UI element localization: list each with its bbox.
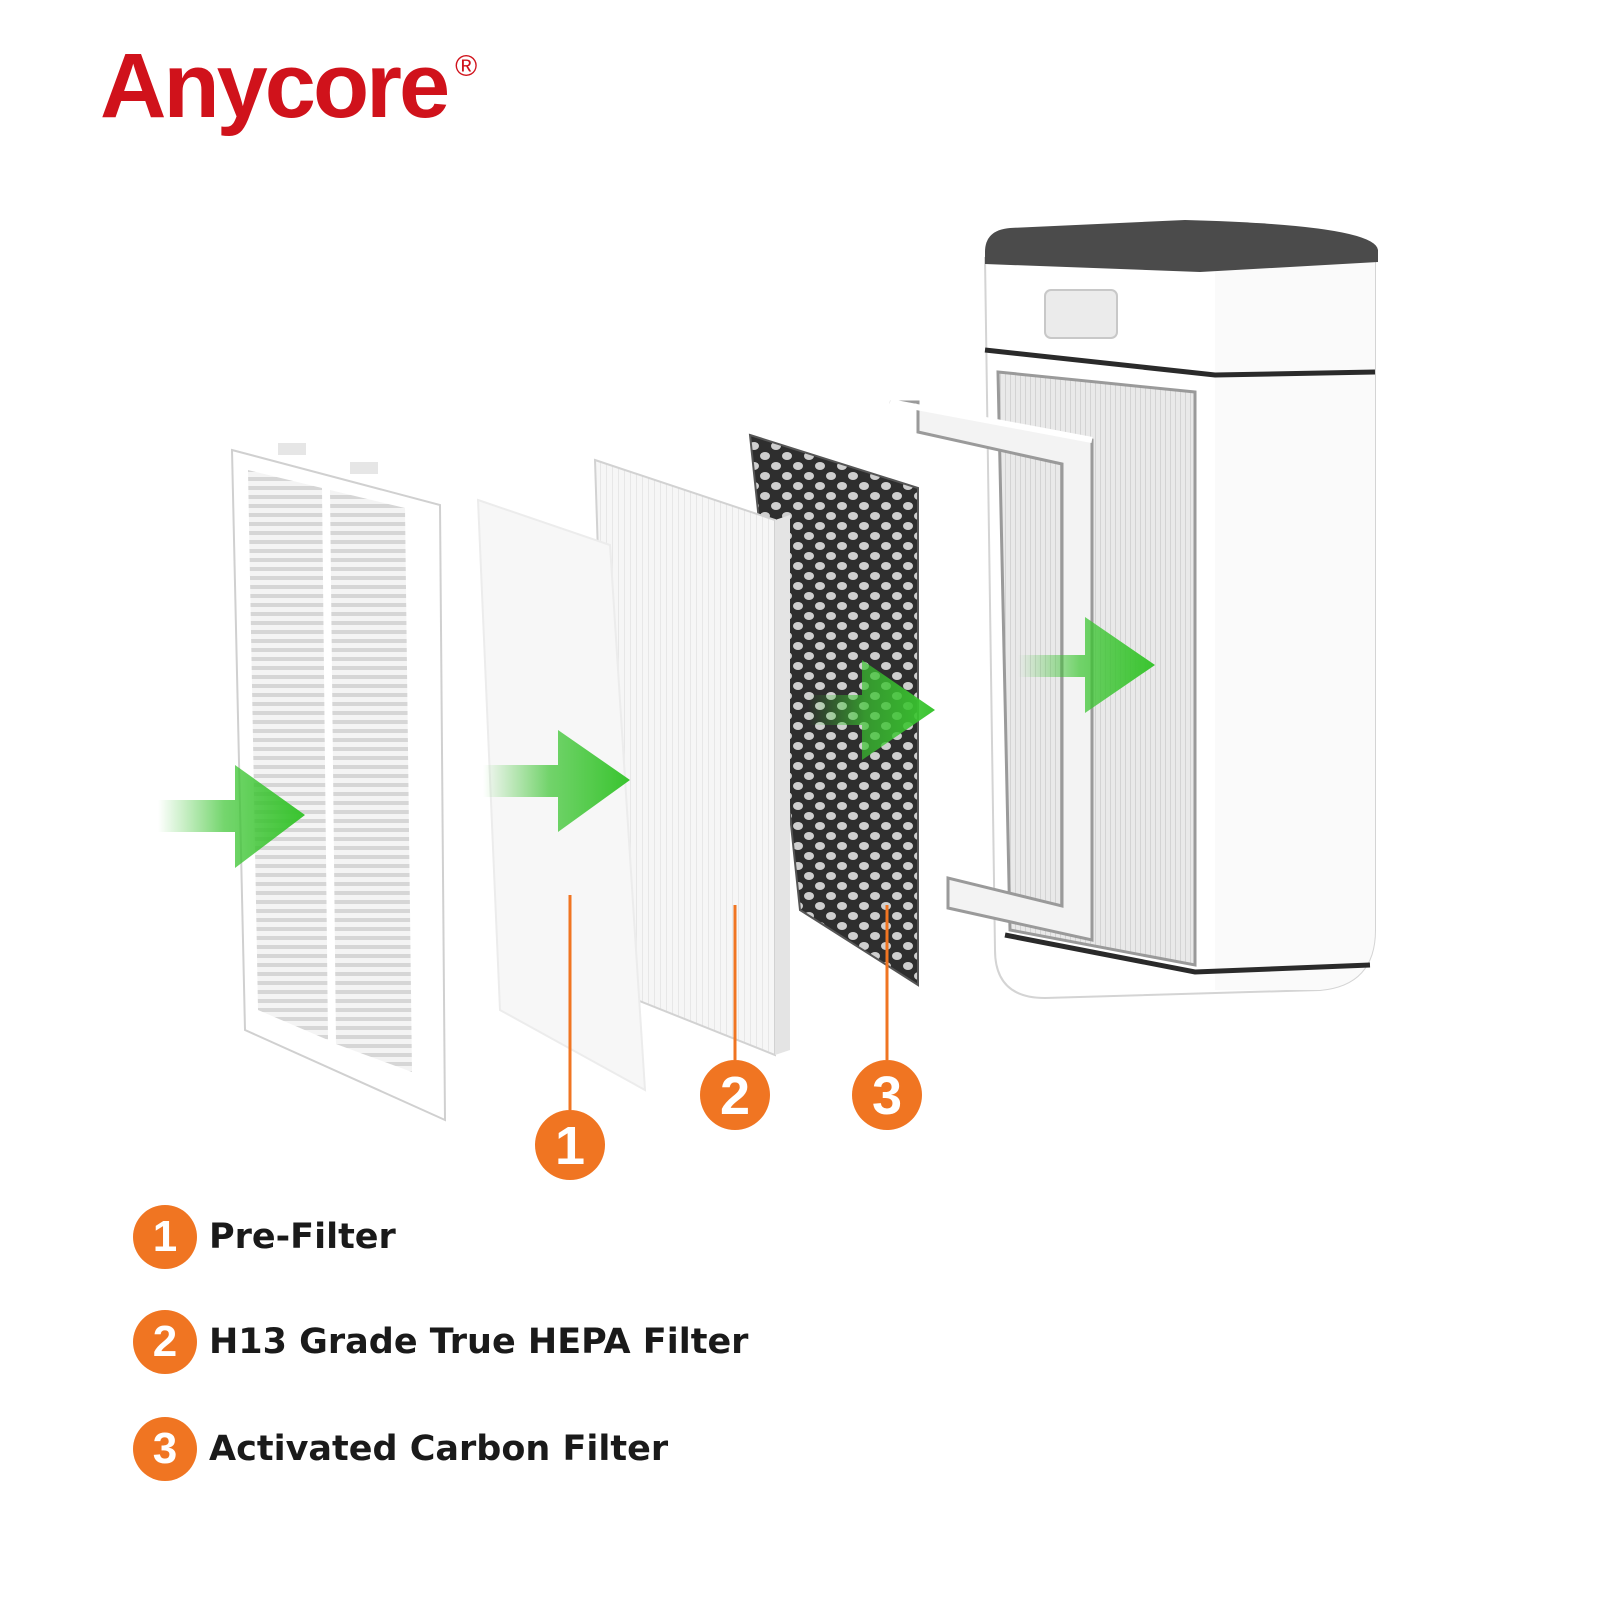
brand-name: Anycore [100,35,450,137]
callout-number: 3 [872,1066,902,1126]
registered-trademark-icon: ® [455,50,478,83]
legend-label: Activated Carbon Filter [209,1429,669,1469]
callout-1: 1 [535,895,605,1180]
legend-item-pre-filter: 1 Pre-Filter [133,1205,396,1269]
airflow-arrows [158,617,1155,868]
air-purifier-unit [983,220,1378,1000]
purifier-handle-slot [1044,289,1118,339]
airflow-arrow-icon [808,660,935,760]
brand-logo: Anycore ® [100,40,477,132]
grille-tab [350,462,378,474]
callout-number: 2 [720,1066,750,1126]
purifier-top-cover [985,220,1378,272]
callout-2: 2 [700,905,770,1130]
legend-badge: 3 [133,1417,197,1481]
legend-item-carbon-filter: 3 Activated Carbon Filter [133,1417,668,1481]
legend-label: Pre-Filter [209,1217,396,1257]
callout-number: 1 [555,1116,585,1176]
legend-badge: 1 [133,1205,197,1269]
front-grille-panel [230,443,447,1122]
airflow-arrow-icon [158,765,305,868]
callout-3: 3 [852,905,922,1130]
legend-badge: 2 [133,1310,197,1374]
airflow-arrow-icon [483,730,630,832]
grille-tab [278,443,306,455]
legend-label: H13 Grade True HEPA Filter [209,1322,749,1362]
airflow-arrow-icon [1018,617,1155,713]
legend-item-hepa-filter: 2 H13 Grade True HEPA Filter [133,1310,748,1374]
